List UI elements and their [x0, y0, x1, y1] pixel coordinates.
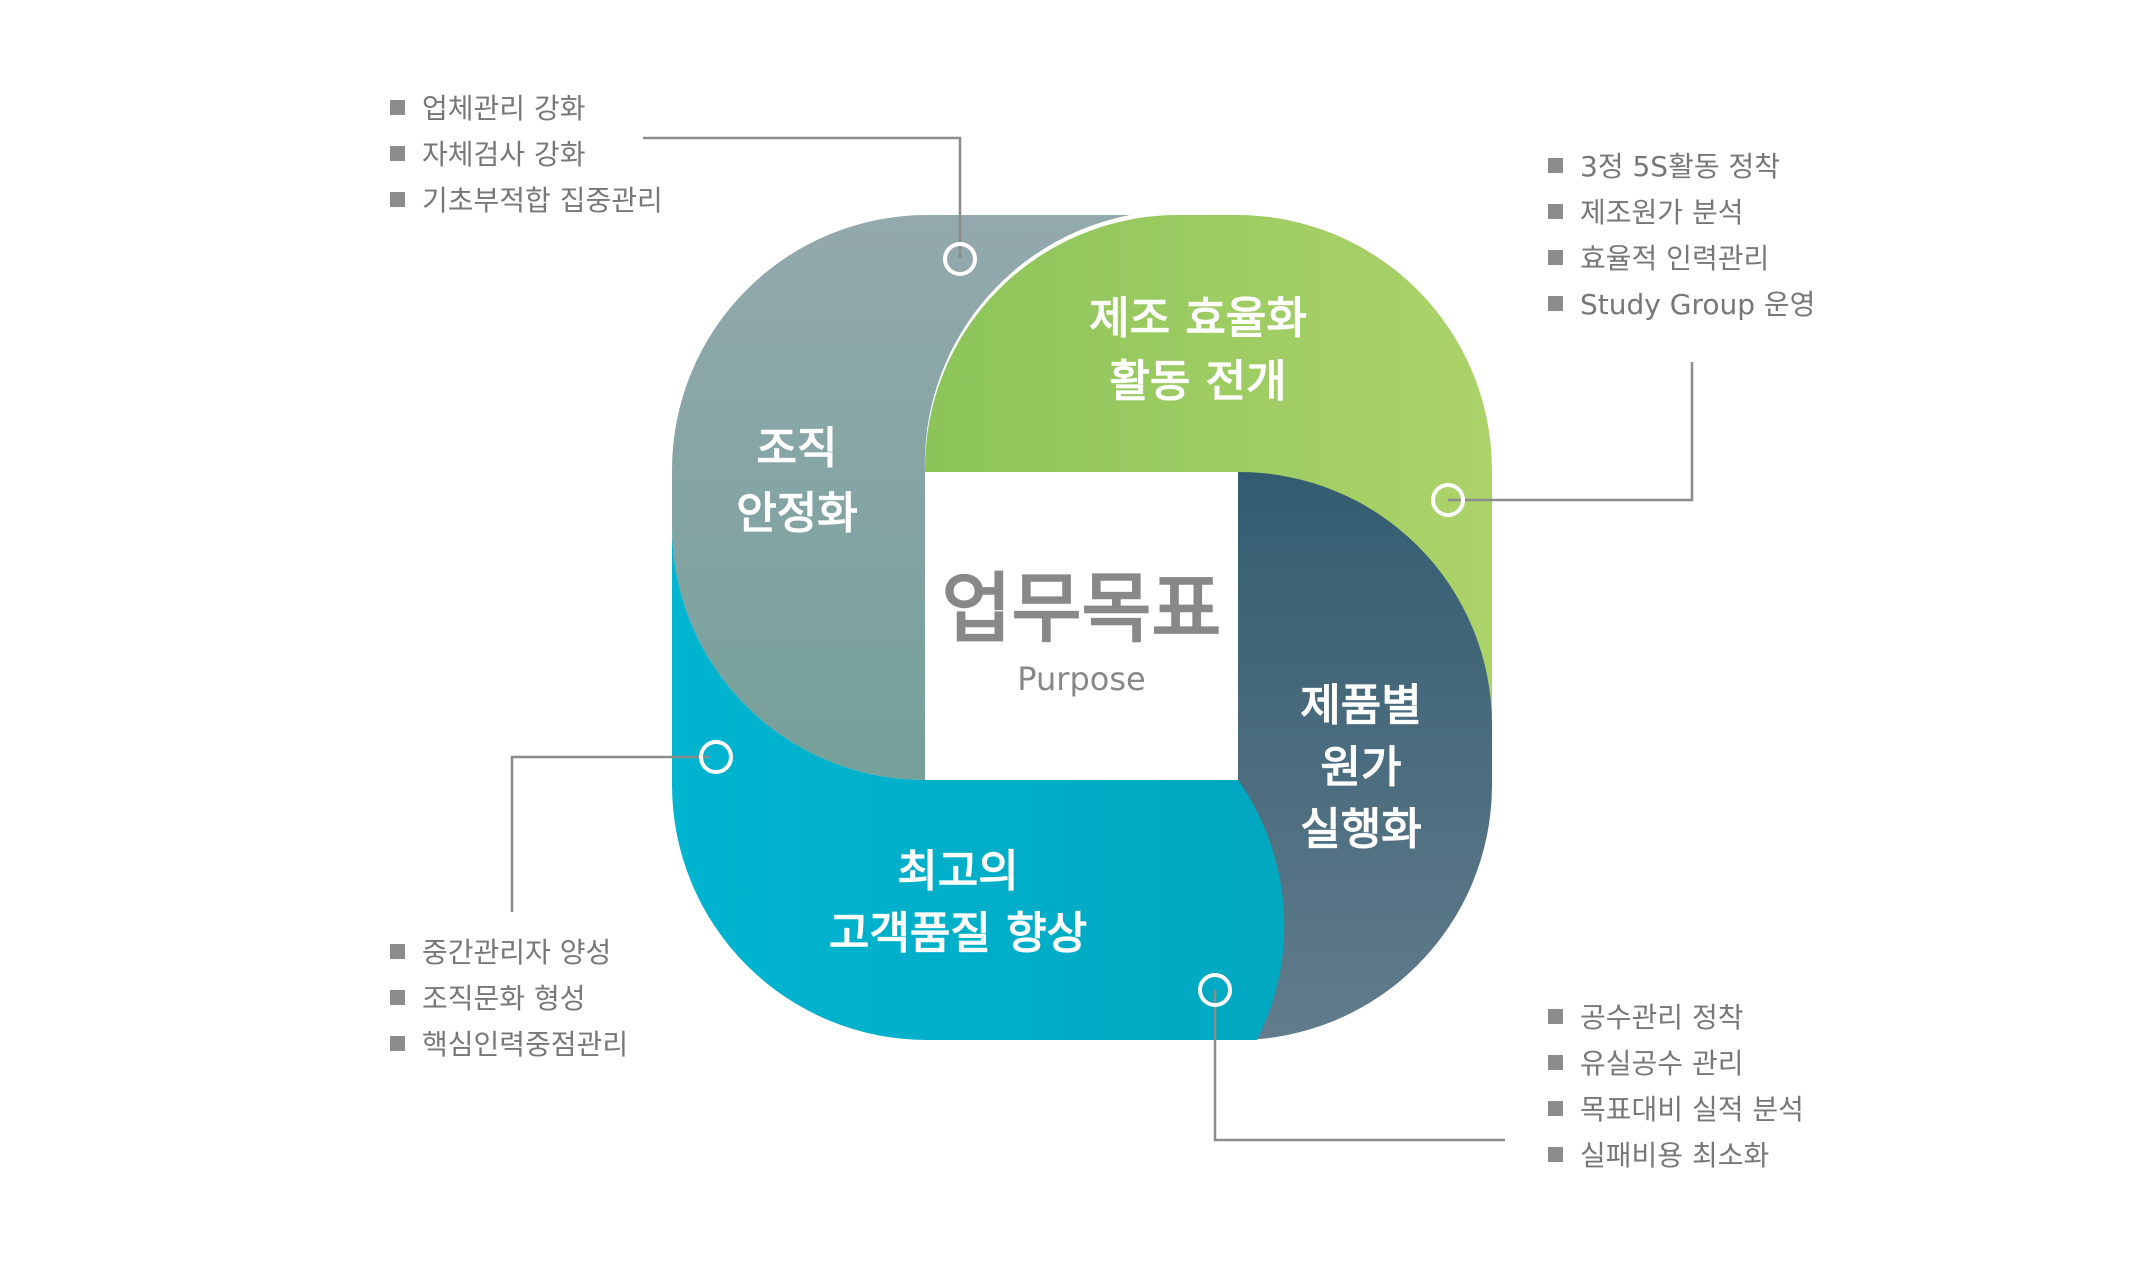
segment-label-top-right: 활동 전개: [1109, 356, 1286, 407]
callout-item: 업체관리 강화: [422, 92, 585, 125]
center-subtitle: Purpose: [1017, 660, 1145, 698]
segment-label-top-left: 조직: [757, 423, 838, 474]
callout-item: 자체검사 강화: [422, 138, 585, 171]
callout-item: 효율적 인력관리: [1580, 242, 1769, 275]
callout-item: 목표대비 실적 분석: [1580, 1093, 1804, 1126]
bullet-square-icon: [390, 944, 405, 959]
callout-item: 유실공수 관리: [1580, 1047, 1743, 1080]
center-title: 업무목표: [942, 564, 1222, 653]
leader-line-bottom-left: [510, 755, 710, 912]
bullet-square-icon: [1548, 1055, 1563, 1070]
segment-label-top-right: 제조 효율화: [1089, 293, 1307, 344]
callout-item: 중간관리자 양성: [422, 936, 611, 969]
bullet-square-icon: [1548, 204, 1563, 219]
bullet-square-icon: [1548, 250, 1563, 265]
bullet-square-icon: [1548, 1009, 1563, 1024]
leader-line-bottom-right: [1213, 990, 1505, 1142]
bullet-square-icon: [1548, 1101, 1563, 1116]
callout-item: Study Group 운영: [1580, 288, 1815, 321]
segment-label-bottom-right: 제품별: [1300, 680, 1421, 731]
callout-item: 핵심인력중점관리: [422, 1028, 628, 1061]
bullet-square-icon: [1548, 1147, 1563, 1162]
segment-label-bottom-right: 원가: [1321, 742, 1402, 793]
segment-label-bottom-left: 고객품질 향상: [829, 908, 1087, 959]
bullet-square-icon: [390, 100, 405, 115]
callout-item: 기초부적합 집중관리: [422, 184, 663, 217]
bullet-square-icon: [1548, 296, 1563, 311]
bullet-square-icon: [390, 146, 405, 161]
segment-top-left: [672, 215, 1130, 780]
node-top-right: [1431, 483, 1465, 517]
bullet-square-icon: [390, 192, 405, 207]
center-box: [925, 472, 1238, 780]
segment-bottom-right: [1020, 472, 1492, 1040]
node-bottom-left: [699, 740, 733, 774]
callout-item: 실패비용 최소화: [1580, 1139, 1769, 1172]
segment-label-bottom-left: 최고의: [897, 846, 1018, 897]
callout-item: 제조원가 분석: [1580, 196, 1743, 229]
node-bottom-right: [1198, 973, 1232, 1007]
bullet-square-icon: [1548, 158, 1563, 173]
bullet-square-icon: [390, 1036, 405, 1051]
callout-item: 3정 5S활동 정착: [1580, 150, 1780, 183]
segment-top-right: [924, 214, 1492, 725]
bullet-square-icon: [390, 990, 405, 1005]
segment-label-bottom-right: 실행화: [1300, 804, 1421, 855]
leader-line-top-right: [1448, 362, 1694, 502]
callout-item: 조직문화 형성: [422, 982, 585, 1015]
segment-label-top-left: 안정화: [736, 488, 857, 539]
node-top-left: [943, 242, 977, 276]
leader-line-top-left: [643, 136, 962, 258]
callout-item: 공수관리 정착: [1580, 1001, 1743, 1034]
segment-bottom-left: [672, 527, 1285, 1040]
